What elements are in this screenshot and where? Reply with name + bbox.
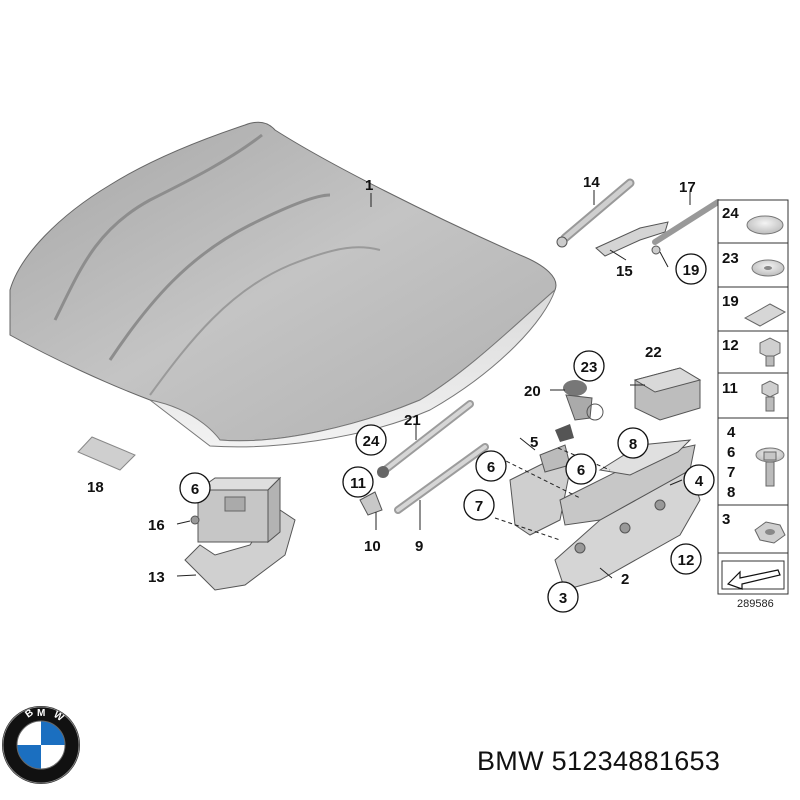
callout-17: 17: [679, 179, 696, 196]
foam-pad: [633, 367, 702, 421]
hood-strut-small: [652, 199, 721, 245]
callout-23: 23: [581, 359, 598, 376]
callout-5: 5: [530, 434, 538, 451]
hinge-arm: [595, 221, 669, 257]
arrow-symbol-icon: [721, 560, 785, 590]
label-plate: [77, 436, 136, 471]
legend-label-6: 6: [727, 444, 735, 461]
legend-label-11: 11: [722, 380, 738, 397]
hinge-assembly: [509, 439, 701, 591]
callout-18: 18: [87, 479, 104, 496]
circled-callout-labels: 19 24 11 23 6 6 6 7 8 4 12 3: [191, 262, 704, 607]
legend-label-7: 7: [727, 464, 735, 481]
svg-text:M: M: [37, 708, 45, 719]
callout-labels: 1 14 17 15 21 9 10 20 5 22 18 16 13 2: [87, 174, 696, 588]
callout-6-left: 6: [487, 459, 495, 476]
callout-6-lock: 6: [191, 481, 199, 498]
callout-19: 19: [683, 262, 700, 279]
diagram-number: 289586: [737, 598, 774, 610]
hood-panel: [9, 121, 557, 448]
callout-9: 9: [415, 538, 423, 555]
callout-2: 2: [621, 571, 629, 588]
circled-callouts: [179, 253, 715, 613]
legend-label-23: 23: [722, 250, 739, 267]
callout-12: 12: [678, 552, 695, 569]
callout-11: 11: [350, 475, 366, 492]
callout-13: 13: [148, 569, 165, 586]
legend-label-3: 3: [722, 511, 730, 528]
callout-7: 7: [475, 498, 483, 515]
callout-6-right: 6: [577, 462, 585, 479]
callout-8: 8: [629, 436, 637, 453]
callout-15: 15: [616, 263, 633, 280]
callout-14: 14: [583, 174, 600, 191]
legend-label-24: 24: [722, 205, 739, 222]
callout-21: 21: [404, 412, 421, 429]
callout-24: 24: [363, 433, 380, 450]
hood-lock: [184, 476, 296, 591]
legend-label-12: 12: [722, 337, 739, 354]
callout-16: 16: [148, 517, 165, 534]
part-number-caption: BMW 51234881653: [477, 746, 721, 776]
bmw-logo-icon: B M W: [2, 706, 80, 784]
legend-label-4: 4: [727, 424, 736, 441]
callout-4: 4: [695, 473, 704, 490]
leader-lines: [176, 190, 691, 579]
legend-label-19: 19: [722, 293, 739, 310]
hood-strut-upper: [556, 178, 635, 248]
legend-label-8: 8: [727, 484, 735, 501]
fastener-legend: 24 23 19 12 11 4 6 7 8 3: [717, 199, 789, 595]
callout-20: 20: [524, 383, 541, 400]
clip-10: [359, 491, 383, 516]
callout-3: 3: [559, 590, 567, 607]
callout-10: 10: [364, 538, 381, 555]
callout-1: 1: [365, 177, 373, 194]
callout-22: 22: [645, 344, 662, 361]
latch-component: [555, 380, 604, 442]
